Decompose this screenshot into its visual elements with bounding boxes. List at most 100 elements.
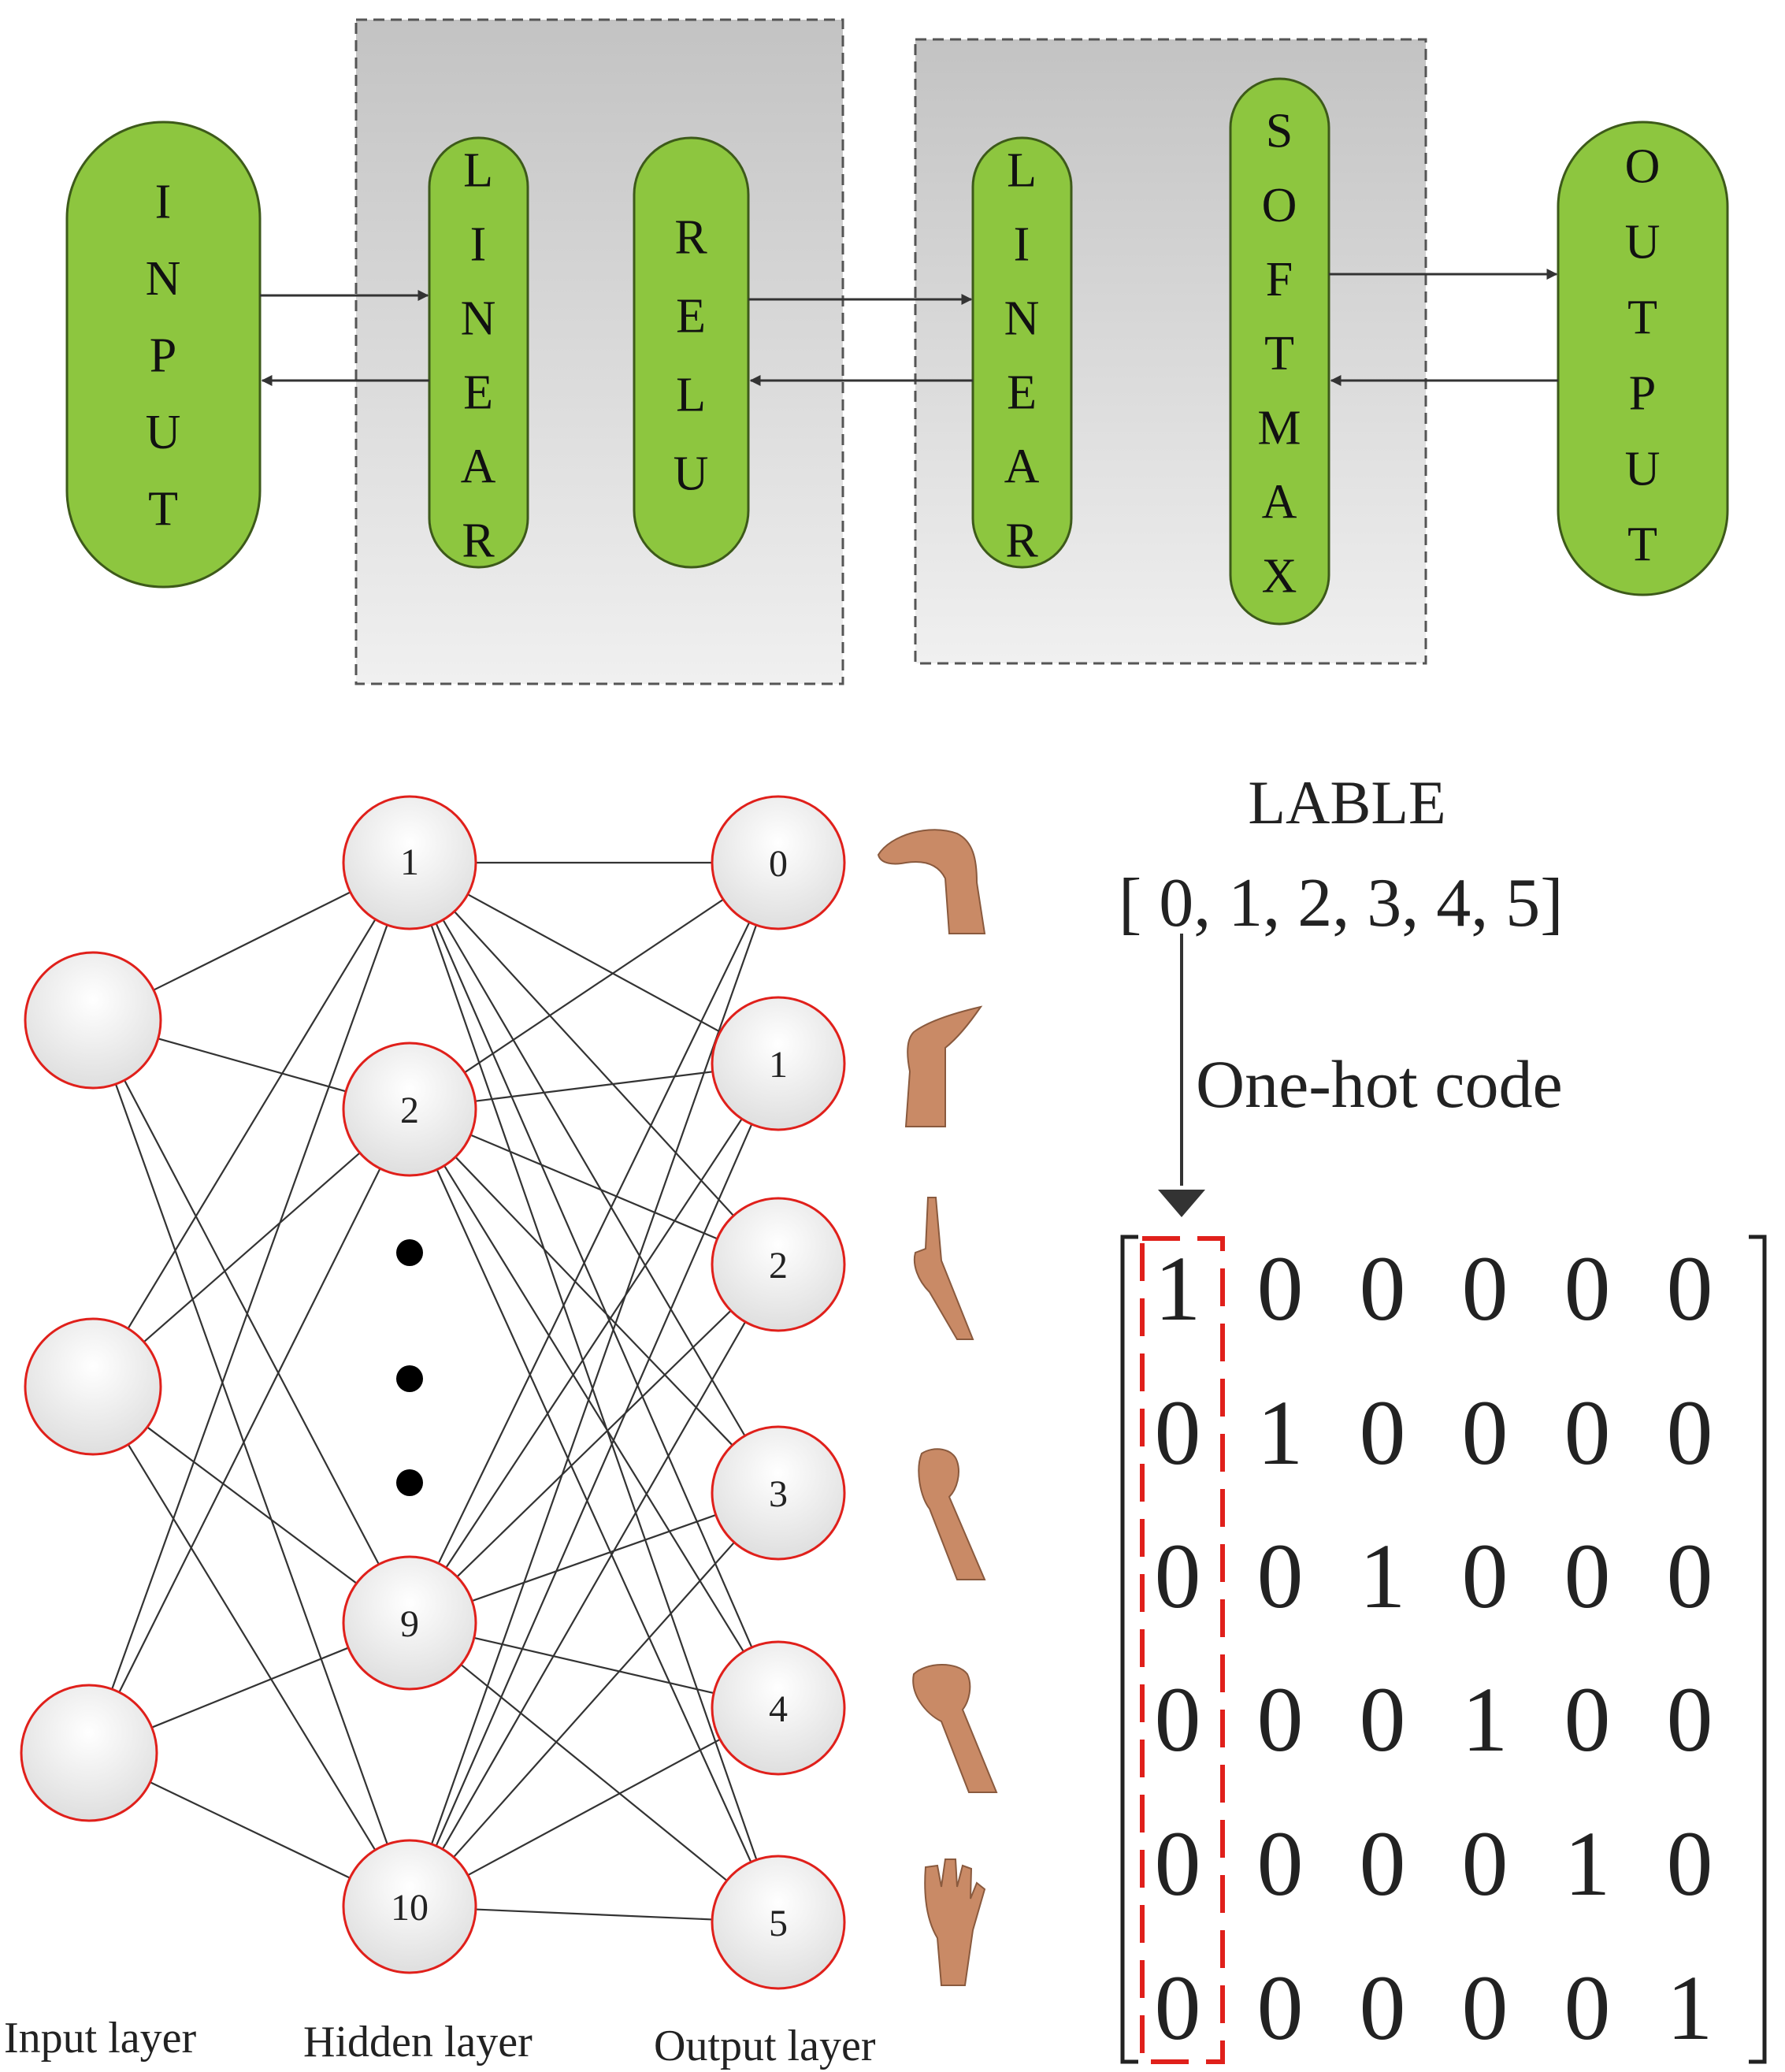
onehot-arrow-head [1158,1190,1205,1217]
network-edges [111,861,758,1921]
output-node-4-label: 4 [769,1688,788,1730]
matrix-cell-r3-c4: 0 [1564,1668,1611,1771]
edge-hidden-1-output-1 [467,893,721,1033]
hidden-node-9-label: 9 [400,1603,419,1645]
matrix-cell-r2-c1: 0 [1257,1524,1304,1628]
output-layer-label: Output layer [654,2022,876,2070]
output-node-1-label: 1 [769,1044,788,1086]
output-node-4: 4 [711,1640,846,1776]
edge-hidden-3-output-5 [460,1664,728,1881]
edge-hidden-4-output-2 [441,1321,747,1850]
hand-gesture-2-image [914,1197,974,1340]
matrix-cell-r0-c4: 0 [1564,1237,1611,1340]
edge-input-3-hidden-2 [118,1168,381,1693]
matrix-cell-r0-c1: 0 [1257,1237,1304,1340]
matrix-cell-r0-c0: 1 [1155,1237,1201,1340]
hidden-node-1-label: 1 [400,841,419,883]
edge-input-3-hidden-3 [151,1647,349,1729]
edge-hidden-2-output-0 [464,898,724,1074]
matrix-cell-r1-c3: 0 [1462,1381,1509,1484]
edge-hidden-4-output-5 [475,1908,713,1921]
matrix-cell-r5-c0: 0 [1155,1956,1201,2059]
edge-hidden-1-output-4 [435,923,753,1648]
edge-hidden-1-output-2 [453,911,735,1216]
matrix-cell-r4-c4: 1 [1564,1812,1611,1915]
matrix-cell-r1-c0: 0 [1155,1381,1201,1484]
edge-hidden-2-output-3 [455,1156,733,1446]
matrix-cell-r2-c5: 0 [1667,1524,1713,1628]
edge-input-1-hidden-4 [114,1083,388,1845]
output-node-2: 2 [711,1197,846,1332]
label-title: LABLE [1248,768,1445,837]
matrix-cell-r4-c1: 0 [1257,1812,1304,1915]
edge-hidden-1-output-3 [442,919,746,1437]
matrix-cell-r3-c2: 0 [1360,1668,1406,1771]
neural-network: 1 2 9 10 0 1 2 3 [4,795,998,2070]
output-node-0: 0 [711,795,846,930]
matrix-cell-r5-c4: 0 [1564,1956,1611,2059]
output-node-0-label: 0 [769,843,788,885]
onehot-caption: One-hot code [1196,1046,1563,1122]
hidden-node-2-label: 2 [400,1090,419,1131]
matrix-cell-r3-c0: 0 [1155,1668,1201,1771]
label-block: LABLE [ 0, 1, 2, 3, 4, 5] One-hot code 1… [1119,768,1767,2064]
edge-hidden-2-output-4 [443,1164,744,1653]
edge-input-2-hidden-4 [127,1443,377,1851]
hidden-node-10-label: 10 [391,1887,429,1929]
hidden-node-2: 2 [342,1042,477,1177]
hand-gesture-0-image [877,829,986,934]
edge-input-2-hidden-1 [127,919,377,1329]
input-node-2 [24,1317,162,1456]
matrix-cell-r2-c3: 0 [1462,1524,1509,1628]
matrix-cell-r1-c2: 0 [1360,1381,1406,1484]
hand-gesture-1-image [904,1005,983,1127]
matrix-cell-r3-c3: 1 [1462,1668,1509,1771]
matrix-cell-r0-c2: 0 [1360,1237,1406,1340]
hand-gesture-5-image [924,1858,986,1986]
edge-hidden-4-output-0 [430,924,758,1845]
matrix-cell-r3-c5: 0 [1667,1668,1713,1771]
output-node-3-label: 3 [769,1473,788,1515]
matrix-cell-r5-c3: 0 [1462,1956,1509,2059]
edge-input-3-hidden-4 [150,1781,351,1879]
matrix-cell-r0-c5: 0 [1667,1237,1713,1340]
hidden-node-9: 9 [342,1555,477,1691]
hidden-node-10: 10 [342,1839,477,1974]
edge-hidden-3-output-3 [471,1513,717,1602]
matrix-left-bracket [1120,1235,1138,2064]
matrix-cell-r4-c3: 0 [1462,1812,1509,1915]
matrix-cell-r2-c2: 1 [1360,1524,1406,1628]
hand-gesture-4-image [912,1664,998,1793]
edge-hidden-1-output-5 [430,924,758,1861]
edge-input-1-hidden-1 [153,891,351,991]
input-node-1 [24,951,162,1090]
matrix-cell-r1-c1: 1 [1257,1381,1304,1484]
hidden-layer-label: Hidden layer [303,2018,533,2066]
edge-hidden-2-output-1 [475,1071,713,1102]
output-node-5-label: 5 [769,1903,788,1944]
input-node-3 [20,1684,158,1822]
edge-input-2-hidden-2 [143,1152,361,1343]
edge-input-3-hidden-1 [111,924,388,1690]
edge-input-1-hidden-3 [124,1079,380,1565]
edge-hidden-2-output-2 [469,1134,718,1240]
ellipsis-dot-1 [396,1239,423,1266]
matrix-right-bracket [1749,1235,1767,2064]
edge-hidden-4-output-1 [435,1123,753,1847]
matrix-cell-r4-c5: 0 [1667,1812,1713,1915]
matrix-cell-r3-c1: 0 [1257,1668,1304,1771]
input-layer-label: Input layer [4,2014,196,2063]
edge-hidden-2-output-5 [436,1169,752,1862]
